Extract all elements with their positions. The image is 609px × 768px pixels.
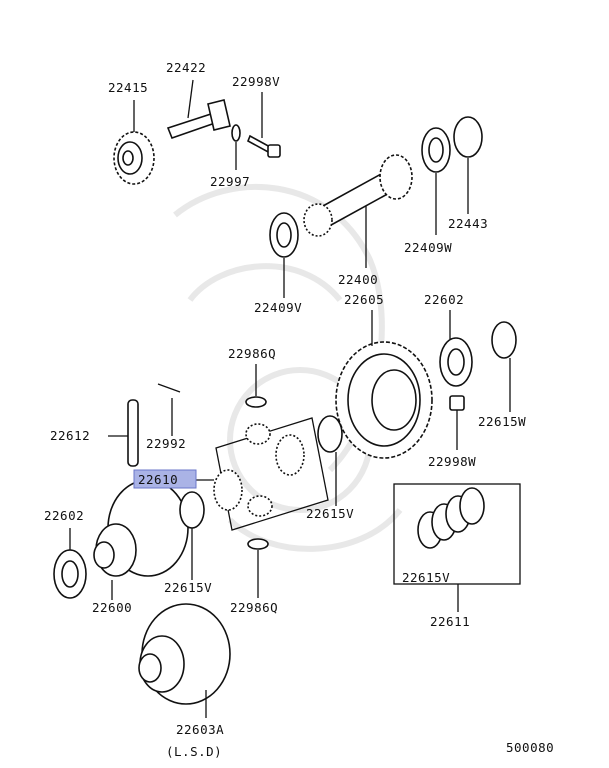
label-22986q-top[interactable]: 22986Q: [228, 346, 276, 361]
label-22615w[interactable]: 22615W: [478, 414, 526, 429]
highlight-box: [133, 469, 197, 489]
part-22610-pinion-set[interactable]: [213, 417, 329, 531]
label-22422[interactable]: 22422: [166, 60, 206, 75]
diagram-code: 500080: [506, 740, 554, 755]
label-22443[interactable]: 22443: [448, 216, 488, 231]
label-22400[interactable]: 22400: [338, 272, 378, 287]
part-22443-seal[interactable]: [453, 116, 483, 158]
label-22611[interactable]: 22611: [430, 614, 470, 629]
label-22612[interactable]: 22612: [50, 428, 90, 443]
label-22998w[interactable]: 22998W: [428, 454, 476, 469]
label-22409w[interactable]: 22409W: [404, 240, 452, 255]
label-22615v-mid[interactable]: 22615V: [306, 506, 354, 521]
part-22600-diff-case[interactable]: [93, 479, 189, 577]
part-22602-bearing-right[interactable]: [439, 337, 473, 387]
label-22605[interactable]: 22605: [344, 292, 384, 307]
part-22409w-bearing[interactable]: [421, 127, 451, 173]
part-22422-shaft[interactable]: [166, 99, 231, 140]
part-22998w-bolt[interactable]: [449, 395, 465, 450]
part-22615w-shim[interactable]: [491, 321, 517, 359]
label-22997[interactable]: 22997: [210, 174, 250, 189]
part-22611-shim-set[interactable]: [393, 483, 521, 585]
part-22409v-bearing[interactable]: [269, 212, 299, 258]
label-22998v[interactable]: 22998V: [232, 74, 280, 89]
part-22998v-bolt[interactable]: [246, 134, 281, 158]
label-22602-right[interactable]: 22602: [424, 292, 464, 307]
part-22612-pinion-shaft[interactable]: [127, 399, 139, 467]
label-22615v-low[interactable]: 22615V: [164, 580, 212, 595]
label-22986q-low[interactable]: 22986Q: [230, 600, 278, 615]
label-22603a[interactable]: 22603A: [176, 722, 224, 737]
part-22415-gear[interactable]: [113, 131, 155, 185]
part-22615v-shim-left[interactable]: [179, 491, 205, 529]
part-22602-bearing-left[interactable]: [53, 549, 87, 599]
part-22986q-washer-low[interactable]: [247, 538, 269, 550]
part-22400-drive-pinion[interactable]: [303, 154, 413, 237]
label-22602-left[interactable]: 22602: [44, 508, 84, 523]
label-22415[interactable]: 22415: [108, 80, 148, 95]
label-22610[interactable]: 22610: [138, 472, 178, 487]
label-lsd-note: (L.S.D): [166, 744, 222, 759]
part-22986q-washer-top[interactable]: [245, 396, 267, 408]
label-22615v-set[interactable]: 22615V: [402, 570, 450, 585]
part-22615v-shim-mid[interactable]: [317, 415, 343, 453]
part-22605-ring-gear[interactable]: [335, 341, 433, 459]
part-22997-oring[interactable]: [231, 124, 241, 142]
label-22600[interactable]: 22600: [92, 600, 132, 615]
part-22603a-lsd-case[interactable]: [138, 603, 231, 705]
part-22992-pin[interactable]: [157, 383, 181, 393]
label-22409v[interactable]: 22409V: [254, 300, 302, 315]
label-22992[interactable]: 22992: [146, 436, 186, 451]
